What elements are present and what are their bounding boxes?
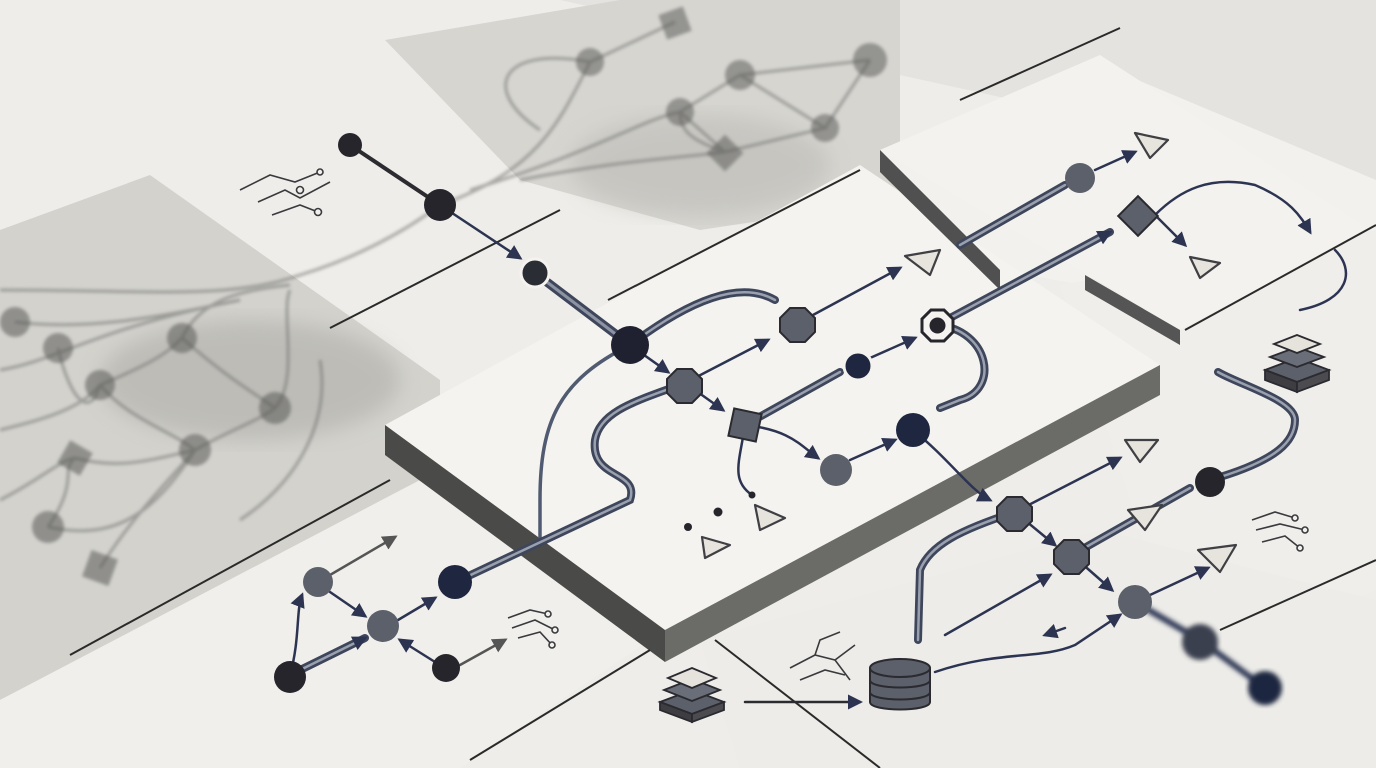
play-triangle-icon xyxy=(753,503,787,532)
smudge-top xyxy=(570,115,830,215)
junction-node xyxy=(896,413,930,447)
octagon-ring-core xyxy=(929,317,946,334)
flow-node xyxy=(1065,163,1095,193)
slab-front-edge xyxy=(385,425,665,662)
play-triangle-icon xyxy=(903,248,942,277)
flow-node xyxy=(842,350,874,382)
faded-node xyxy=(666,98,694,126)
flow-node xyxy=(303,567,333,597)
central-slab xyxy=(385,55,1370,662)
faded-node xyxy=(853,43,887,77)
junction-node xyxy=(424,189,456,221)
play-triangle-icon xyxy=(1188,255,1222,280)
right-notch-edge xyxy=(1085,275,1180,345)
layer-stack-icon xyxy=(657,667,727,724)
flow-node xyxy=(367,610,399,642)
faded-node xyxy=(85,370,115,400)
flow-node xyxy=(519,257,551,289)
octagon-node xyxy=(666,368,703,404)
faded-square-node xyxy=(658,6,692,40)
faded-node xyxy=(259,392,291,424)
flow-nodes xyxy=(274,133,1282,705)
paper-sheet-bottom-right xyxy=(700,530,1376,768)
triangle-markers xyxy=(700,131,1238,574)
octagon-node xyxy=(996,496,1033,532)
blurred-end-node xyxy=(1248,671,1282,705)
octagon-node xyxy=(779,307,816,343)
faded-node xyxy=(811,114,839,142)
flow-node xyxy=(820,454,852,486)
faded-square-node xyxy=(57,440,93,476)
start-node xyxy=(274,661,306,693)
octagon-node xyxy=(1053,539,1090,575)
faded-square-node xyxy=(82,550,118,586)
faded-node xyxy=(43,333,73,363)
circuit-branch-icon xyxy=(789,631,856,681)
horizon-lines xyxy=(69,27,1376,768)
faded-node xyxy=(725,60,755,90)
play-triangle-icon xyxy=(1126,503,1164,532)
square-node xyxy=(1116,194,1160,238)
dot xyxy=(748,491,756,499)
upper-right-slab xyxy=(880,55,1370,330)
blurred-node xyxy=(1182,624,1218,660)
start-node xyxy=(338,133,362,157)
layer-stack-icon xyxy=(1262,334,1332,394)
faded-node xyxy=(32,511,64,543)
junction-node xyxy=(611,326,649,364)
play-triangle-icon xyxy=(1196,543,1238,574)
faded-node xyxy=(0,307,30,337)
faded-node xyxy=(179,434,211,466)
faded-network-left-nodes xyxy=(0,307,291,586)
faded-node xyxy=(576,48,604,76)
square-node xyxy=(727,407,763,443)
flow-node xyxy=(438,565,472,599)
circuit-trace-icon xyxy=(1251,511,1309,552)
faded-square-node xyxy=(706,134,744,172)
database-cylinder-icon xyxy=(869,658,931,711)
play-triangle-icon xyxy=(1133,131,1170,160)
slab-top-face xyxy=(385,165,1160,630)
faded-network-top-nodes xyxy=(576,6,887,172)
play-triangle-icon xyxy=(1123,438,1160,464)
flow-node xyxy=(1195,467,1225,497)
circuit-branch-icon xyxy=(239,168,331,217)
faded-node xyxy=(167,323,197,353)
dot xyxy=(713,507,723,517)
circuit-trace-icon xyxy=(507,609,559,649)
flow-node xyxy=(1118,585,1152,619)
slab-right-edge xyxy=(665,365,1160,662)
upper-right-slab-edge xyxy=(880,150,1000,290)
dot xyxy=(684,523,692,531)
play-triangle-icon xyxy=(700,535,732,560)
flow-node xyxy=(432,654,460,682)
paper-sheet-bottom-left xyxy=(0,480,650,768)
